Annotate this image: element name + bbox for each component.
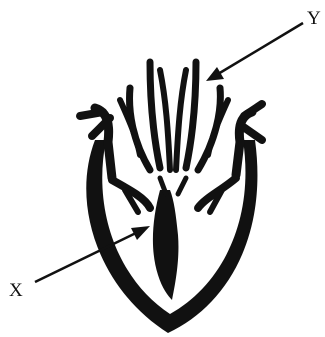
label-y: Y — [307, 9, 321, 28]
heart-septum — [153, 190, 179, 300]
heart-upper-chambers — [80, 62, 262, 212]
label-x: X — [9, 281, 23, 300]
pointer-arrow-y — [206, 23, 303, 81]
pointer-arrow-x — [35, 226, 150, 282]
